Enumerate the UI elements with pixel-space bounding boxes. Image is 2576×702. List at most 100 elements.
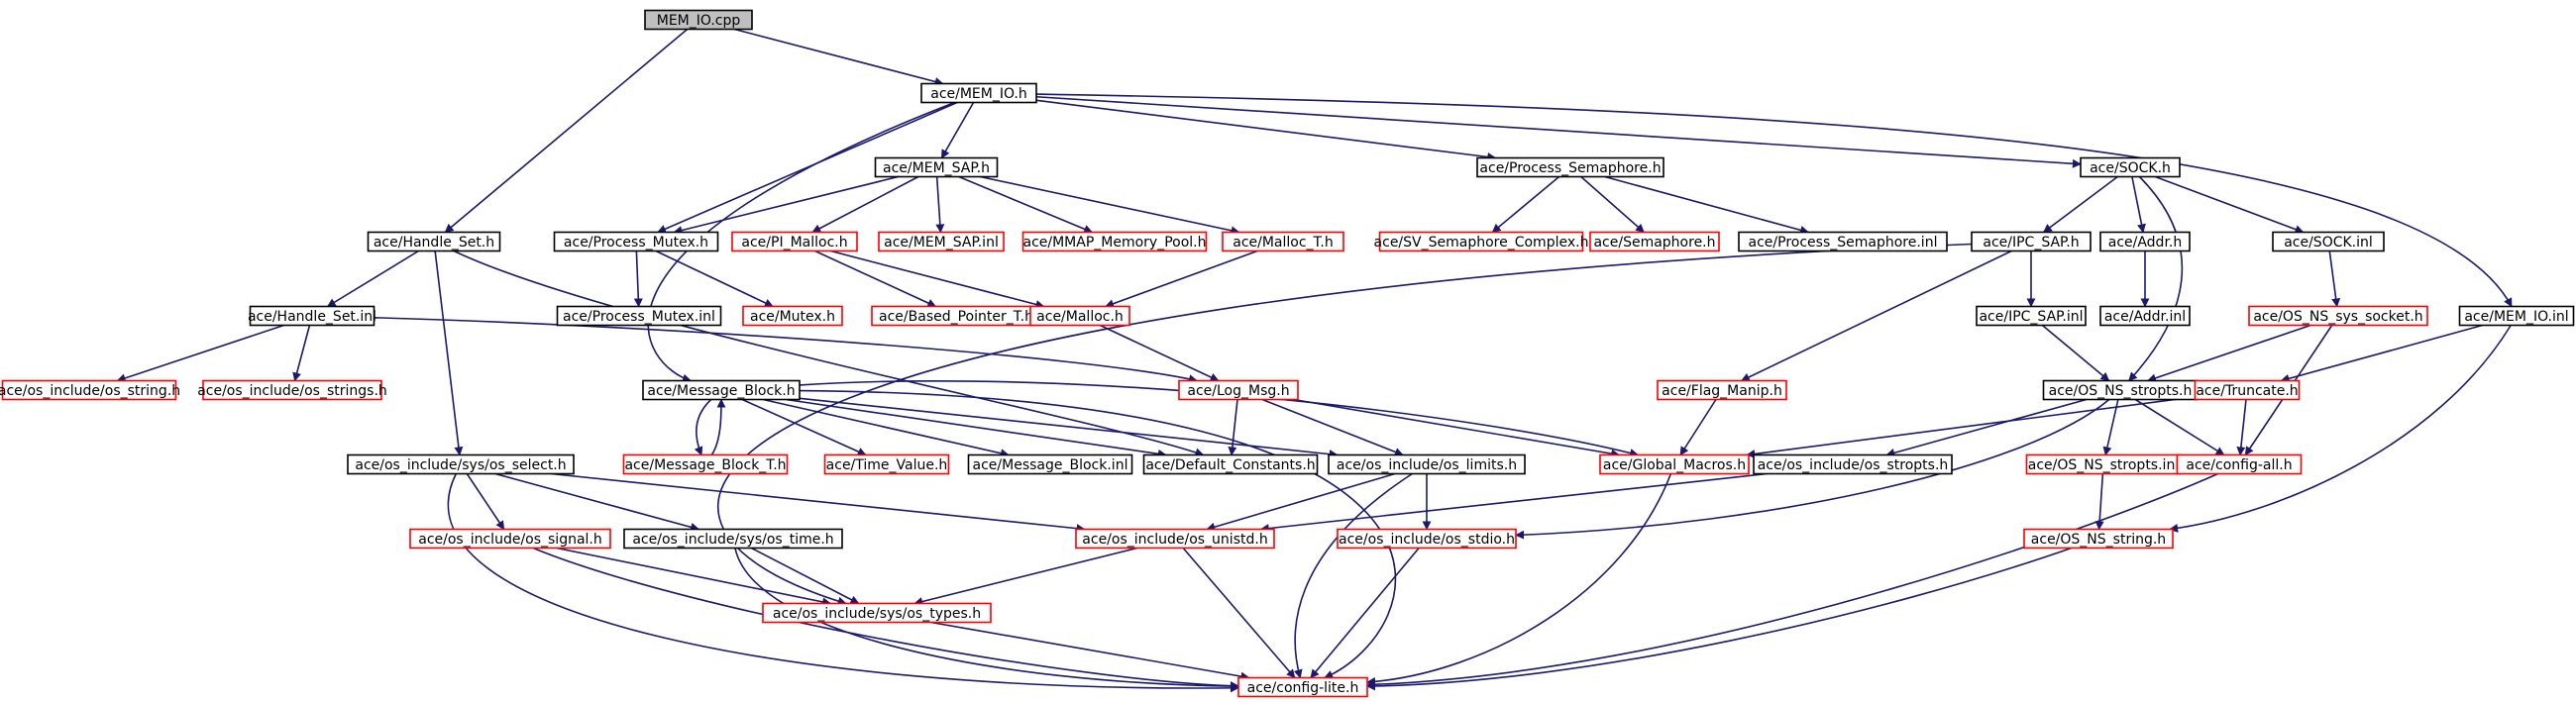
node-mmap_memory_pool_h[interactable]: ace/MMAP_Memory_Pool.h (1021, 231, 1208, 252)
node-box-log_msg_h[interactable] (1178, 379, 1299, 401)
node-box-mem_sap_h[interactable] (874, 156, 999, 178)
node-based_pointer_t_h[interactable]: ace/Based_Pointer_T.h (871, 305, 1041, 327)
edge-message_block_h-to-default_constants_h (785, 398, 1167, 458)
node-box-global_macros_h[interactable] (1599, 453, 1750, 475)
node-box-pi_malloc_h[interactable] (731, 231, 858, 252)
node-box-addr_inl[interactable] (2099, 305, 2191, 327)
node-box-os_types_h[interactable] (762, 602, 992, 624)
node-semaphore_h[interactable]: ace/Semaphore.h (1589, 231, 1720, 252)
edge-os_select_h-to-os_unistd_h (551, 472, 1086, 534)
node-box-time_value_h[interactable] (823, 453, 950, 475)
node-mem_io_h[interactable]: ace/MEM_IO.h (920, 82, 1037, 104)
node-box-mmap_memory_pool_h[interactable] (1021, 231, 1208, 252)
node-box-mem_sap_inl[interactable] (878, 231, 1005, 252)
node-box-ipc_sap_inl[interactable] (1976, 305, 2087, 327)
node-os_limits_h[interactable]: ace/os_include/os_limits.h (1328, 453, 1526, 475)
node-mem_io_inl[interactable]: ace/MEM_IO.inl (2458, 305, 2575, 327)
node-box-os_limits_h[interactable] (1328, 453, 1526, 475)
node-os_ns_string_h[interactable]: ace/OS_NS_string.h (2023, 528, 2174, 550)
node-box-sv_semaphore_complex_h[interactable] (1378, 231, 1584, 252)
node-box-os_ns_sys_socket_h[interactable] (2248, 305, 2428, 327)
node-mem_sap_h[interactable]: ace/MEM_SAP.h (874, 156, 999, 178)
node-malloc_t_h[interactable]: ace/Malloc_T.h (1222, 231, 1344, 252)
node-mem_sap_inl[interactable]: ace/MEM_SAP.inl (878, 231, 1005, 252)
node-process_mutex_h[interactable]: ace/Process_Mutex.h (553, 231, 719, 252)
node-global_macros_h[interactable]: ace/Global_Macros.h (1599, 453, 1750, 475)
node-handle_set_h[interactable]: ace/Handle_Set.h (367, 231, 501, 252)
node-pi_malloc_h[interactable]: ace/PI_Malloc.h (731, 231, 858, 252)
node-box-os_stropts_h[interactable] (1753, 453, 1953, 475)
node-box-process_semaphore_inl[interactable] (1738, 231, 1948, 252)
node-sv_semaphore_complex_h[interactable]: ace/SV_Semaphore_Complex.h (1374, 231, 1589, 252)
node-box-os_string_h[interactable] (1, 379, 177, 401)
node-config_lite_h[interactable]: ace/config-lite.h (1237, 676, 1368, 698)
node-sock_h[interactable]: ace/SOCK.h (2080, 156, 2181, 178)
node-os_types_h[interactable]: ace/os_include/sys/os_types.h (762, 602, 992, 624)
node-ipc_sap_h[interactable]: ace/IPC_SAP.h (1971, 231, 2092, 252)
node-box-os_ns_string_h[interactable] (2023, 528, 2174, 550)
node-addr_h[interactable]: ace/Addr.h (2099, 231, 2191, 252)
node-message_block_inl[interactable]: ace/Message_Block.inl (967, 453, 1133, 475)
node-os_stdio_h[interactable]: ace/os_include/os_stdio.h (1337, 528, 1517, 550)
node-box-process_mutex_h[interactable] (553, 231, 719, 252)
node-box-mem_io_cpp[interactable] (644, 9, 753, 31)
node-box-mem_io_h[interactable] (920, 82, 1037, 104)
node-os_stropts_h[interactable]: ace/os_include/os_stropts.h (1753, 453, 1953, 475)
node-box-os_signal_h[interactable] (409, 528, 611, 550)
node-box-default_constants_h[interactable] (1142, 453, 1319, 475)
edge-os_ns_stropts_h-to-os_stropts_h (1885, 398, 2088, 457)
node-box-malloc_h[interactable] (1029, 305, 1130, 327)
node-os_string_h[interactable]: ace/os_include/os_string.h (0, 379, 180, 401)
node-os_unistd_h[interactable]: ace/os_include/os_unistd.h (1075, 528, 1275, 550)
node-os_select_h[interactable]: ace/os_include/sys/os_select.h (347, 453, 575, 475)
node-box-handle_set_inl[interactable] (249, 305, 376, 327)
node-box-process_mutex_inl[interactable] (556, 305, 722, 327)
node-default_constants_h[interactable]: ace/Default_Constants.h (1142, 453, 1319, 475)
node-message_block_t_h[interactable]: ace/Message_Block_T.h (622, 453, 789, 475)
node-box-ipc_sap_h[interactable] (1971, 231, 2092, 252)
node-os_ns_sys_socket_h[interactable]: ace/OS_NS_sys_socket.h (2248, 305, 2428, 327)
node-mutex_h[interactable]: ace/Mutex.h (742, 305, 843, 327)
node-box-mem_io_inl[interactable] (2458, 305, 2575, 327)
node-process_semaphore_inl[interactable]: ace/Process_Semaphore.inl (1738, 231, 1948, 252)
node-box-sock_inl[interactable] (2272, 231, 2385, 252)
node-sock_inl[interactable]: ace/SOCK.inl (2272, 231, 2385, 252)
node-addr_inl[interactable]: ace/Addr.inl (2099, 305, 2191, 327)
node-box-mutex_h[interactable] (742, 305, 843, 327)
node-box-flag_manip_h[interactable] (1657, 379, 1787, 401)
node-box-message_block_t_h[interactable] (622, 453, 789, 475)
node-truncate_h[interactable]: ace/Truncate.h (2194, 379, 2301, 401)
node-process_semaphore_h[interactable]: ace/Process_Semaphore.h (1476, 156, 1664, 178)
node-time_value_h[interactable]: ace/Time_Value.h (823, 453, 950, 475)
node-box-os_select_h[interactable] (347, 453, 575, 475)
node-os_ns_stropts_h[interactable]: ace/OS_NS_stropts.h (2042, 379, 2199, 401)
node-config_all_h[interactable]: ace/config-all.h (2176, 453, 2303, 475)
node-box-config_all_h[interactable] (2176, 453, 2303, 475)
node-malloc_h[interactable]: ace/Malloc.h (1029, 305, 1130, 327)
node-os_signal_h[interactable]: ace/os_include/os_signal.h (409, 528, 611, 550)
node-box-malloc_t_h[interactable] (1222, 231, 1344, 252)
node-box-truncate_h[interactable] (2194, 379, 2301, 401)
node-os_ns_stropts_inl[interactable]: ace/OS_NS_stropts.inl (2025, 453, 2182, 475)
node-process_mutex_inl[interactable]: ace/Process_Mutex.inl (556, 305, 722, 327)
node-box-addr_h[interactable] (2099, 231, 2191, 252)
node-os_time_h[interactable]: ace/os_include/sys/os_time.h (623, 528, 843, 550)
node-box-config_lite_h[interactable] (1237, 676, 1368, 698)
node-box-process_semaphore_h[interactable] (1476, 156, 1664, 178)
node-box-os_time_h[interactable] (623, 528, 843, 550)
node-message_block_h[interactable]: ace/Message_Block.h (642, 379, 801, 401)
node-box-message_block_h[interactable] (642, 379, 801, 401)
node-os_strings_h[interactable]: ace/os_include/os_strings.h (197, 379, 387, 401)
node-box-message_block_inl[interactable] (967, 453, 1133, 475)
node-ipc_sap_inl[interactable]: ace/IPC_SAP.inl (1976, 305, 2087, 327)
node-handle_set_inl[interactable]: ace/Handle_Set.inl (248, 305, 376, 327)
node-box-handle_set_h[interactable] (367, 231, 501, 252)
node-mem_io_cpp[interactable]: MEM_IO.cpp (644, 9, 753, 31)
node-flag_manip_h[interactable]: ace/Flag_Manip.h (1657, 379, 1787, 401)
node-box-os_unistd_h[interactable] (1075, 528, 1275, 550)
node-box-os_strings_h[interactable] (202, 379, 382, 401)
node-box-sock_h[interactable] (2080, 156, 2181, 178)
node-box-semaphore_h[interactable] (1589, 231, 1720, 252)
node-box-os_stdio_h[interactable] (1337, 528, 1517, 550)
node-log_msg_h[interactable]: ace/Log_Msg.h (1178, 379, 1299, 401)
